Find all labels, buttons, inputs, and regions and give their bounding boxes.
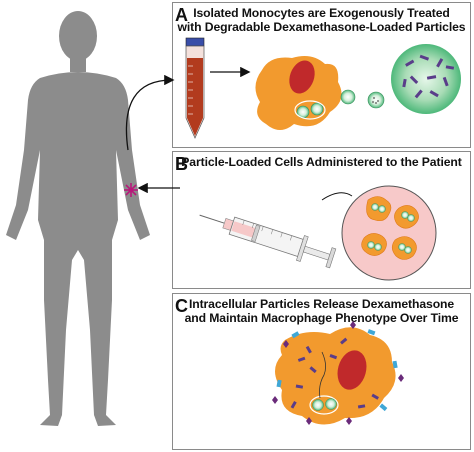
panel-b-title: Particle-Loaded Cells Administered to th… <box>173 155 470 169</box>
free-particle-1 <box>340 89 356 105</box>
cell-suspension-inset <box>341 185 437 281</box>
macrophage-cell-a <box>255 56 342 130</box>
panel-b-title-line1: Particle-Loaded Cells Administered to th… <box>181 155 462 169</box>
free-particle-2 <box>367 91 385 109</box>
inset-connector <box>321 192 353 201</box>
arm-to-tube-arrow <box>125 74 175 151</box>
panel-c-title: Intracellular Particles Release Dexameth… <box>173 297 470 325</box>
panel-a-title: Isolated Monocytes are Exogenously Treat… <box>173 6 470 34</box>
panel-a-title-line2: with Degradable Dexamethasone-Loaded Par… <box>177 20 466 34</box>
panel-c-title-line2: and Maintain Macrophage Phenotype Over T… <box>184 311 459 325</box>
dex-particle-large <box>391 44 461 114</box>
panel-c-title-line1: Intracellular Particles Release Dexameth… <box>188 297 455 311</box>
panel-c-letter: C <box>175 296 188 316</box>
panel-b-letter: B <box>175 154 188 174</box>
panel-a: A Isolated Monocytes are Exogenously Tre… <box>172 2 471 148</box>
syringe-icon <box>199 214 337 269</box>
injection-star-icon <box>124 183 138 197</box>
macrophage-cell-c <box>272 321 404 425</box>
panel-a-title-line1: Isolated Monocytes are Exogenously Treat… <box>193 6 450 20</box>
centrifuge-tube-icon <box>185 37 205 139</box>
panel-a-letter: A <box>175 5 188 25</box>
